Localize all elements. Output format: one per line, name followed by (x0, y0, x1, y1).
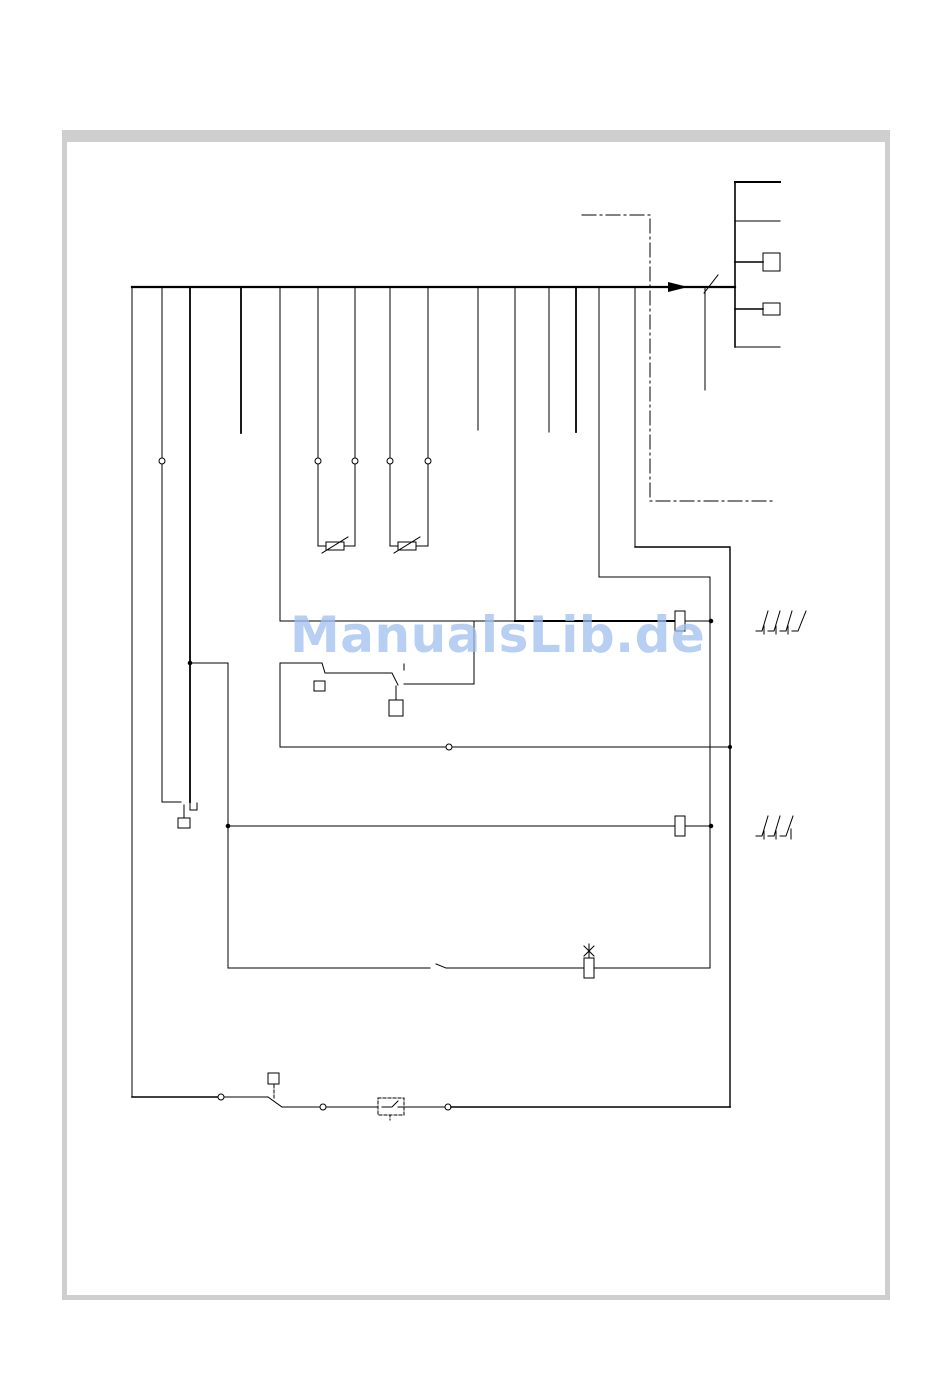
relay-coil-k2 (190, 663, 713, 968)
safety-chain (132, 1073, 730, 1120)
main-bus (132, 275, 735, 390)
fan-motor (436, 944, 710, 978)
watermark: ManualsLib.de (290, 606, 705, 664)
contactor-contacts-k2 (756, 816, 793, 839)
terminal-block (735, 182, 780, 347)
enclosure-boundary (582, 215, 772, 501)
contactor-contacts-k1 (756, 611, 806, 634)
bus-drops (132, 287, 635, 1097)
varistor-left (315, 458, 358, 553)
limit-switch (159, 458, 197, 828)
varistor-right (387, 458, 431, 553)
